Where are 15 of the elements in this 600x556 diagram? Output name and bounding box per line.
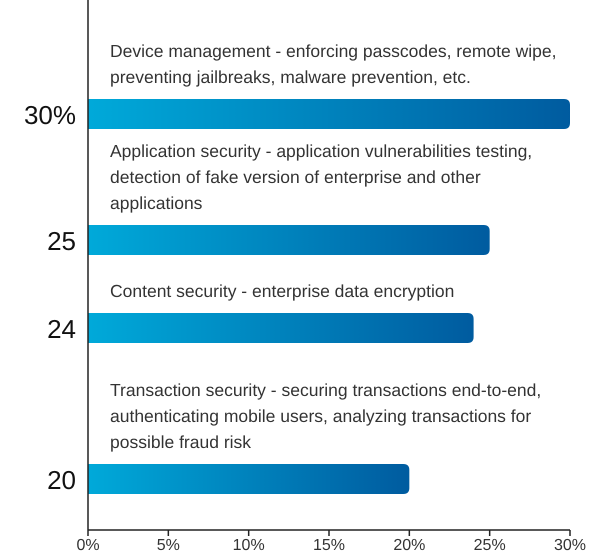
tick-label: 30% bbox=[552, 536, 588, 556]
tick-label: 25% bbox=[472, 536, 507, 556]
category-label: Device management - enforcing passcodes, remote wipe, preventing jailbreaks, malware prevention, etc. bbox=[110, 40, 558, 89]
tick-label: 20% bbox=[392, 536, 426, 556]
value-label: 24 bbox=[46, 314, 76, 344]
tick-label: 5% bbox=[156, 536, 181, 556]
category-label: Application security - application vulnerabilities testing, detection of fake version of enterprise and other applications bbox=[110, 140, 534, 215]
value-label: 25 bbox=[46, 226, 76, 256]
tick-label: 15% bbox=[312, 536, 346, 556]
category-label: Content security - enterprise data encryption bbox=[110, 280, 456, 303]
category-label: Transaction security - securing transactions end-to-end, authenticating mobile users, analyzing transactions for possible fraud risk bbox=[110, 379, 542, 454]
tick-label: 0% bbox=[75, 536, 101, 556]
value-label: 30% bbox=[22, 100, 76, 130]
tick-label: 10% bbox=[232, 536, 266, 556]
value-label: 20 bbox=[46, 465, 76, 495]
